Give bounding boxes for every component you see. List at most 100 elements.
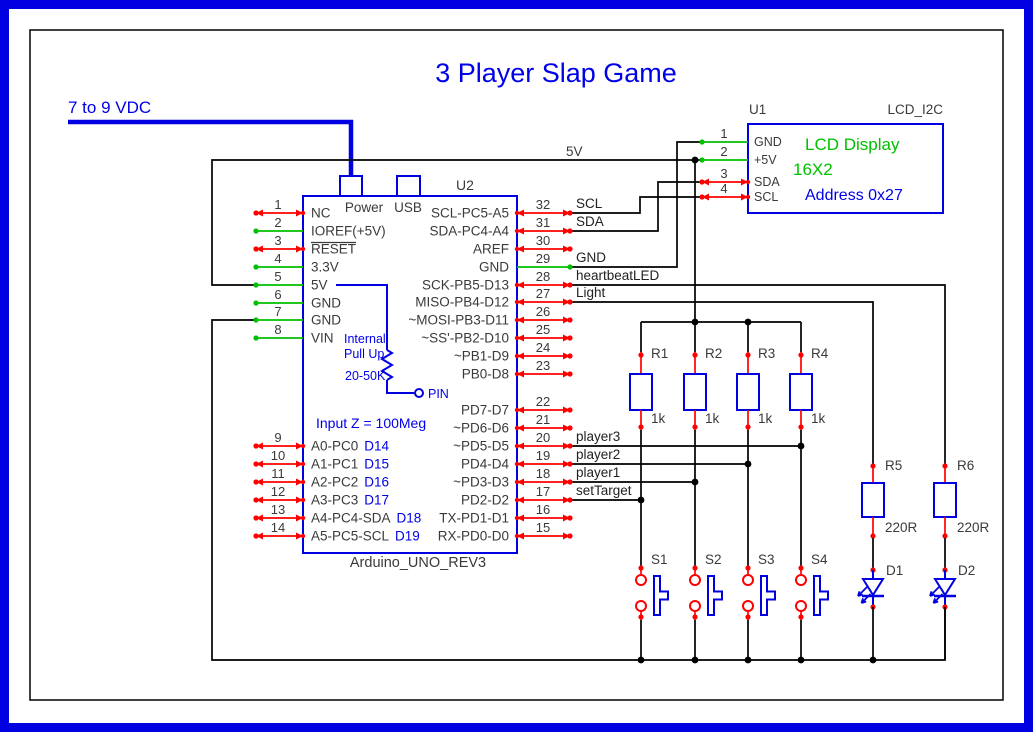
arduino-ref: U2 bbox=[456, 177, 474, 193]
pin-label: SCL bbox=[754, 190, 778, 204]
pin-number: 23 bbox=[536, 358, 550, 373]
pin-label: PD4-D4 bbox=[461, 457, 510, 472]
pin-arrow bbox=[296, 245, 303, 253]
pin-number: 8 bbox=[274, 322, 281, 337]
pin-arrow bbox=[517, 478, 524, 486]
resistor-pin-dot bbox=[638, 352, 644, 358]
pin-arrow bbox=[563, 424, 570, 432]
resistor-pin-dot bbox=[638, 424, 644, 430]
pin-dot bbox=[514, 497, 520, 503]
resistor-value: 1k bbox=[811, 411, 826, 426]
pin-label: ~PD6-D6 bbox=[453, 421, 509, 436]
switch-contact bbox=[635, 600, 647, 612]
net-label: player1 bbox=[576, 465, 620, 480]
pin-label: GND bbox=[479, 260, 509, 275]
pin-dot bbox=[300, 210, 306, 216]
lcd-ref: U1 bbox=[749, 102, 766, 117]
resistor-body bbox=[736, 373, 760, 411]
pin-dot bbox=[253, 228, 259, 234]
pin-arrow bbox=[563, 316, 570, 324]
arduino-body bbox=[302, 195, 518, 554]
pin-arrow bbox=[563, 334, 570, 342]
pin-arrow bbox=[517, 281, 524, 289]
pin-dot bbox=[300, 479, 306, 485]
pin-label: PD2-D2 bbox=[461, 493, 509, 508]
switch-contact bbox=[795, 574, 807, 586]
led-emission-arrow bbox=[929, 586, 940, 597]
pin-arrow bbox=[296, 514, 303, 522]
switch-actuator bbox=[760, 575, 776, 616]
arduino-power-connector bbox=[339, 175, 363, 197]
pin-number: 10 bbox=[271, 448, 285, 463]
pin-number: 11 bbox=[271, 466, 285, 481]
pin-dot bbox=[514, 425, 520, 431]
net-label: player2 bbox=[576, 447, 620, 462]
pin-arrow bbox=[296, 496, 303, 504]
pin-number: 6 bbox=[274, 287, 281, 302]
pin-number: 2 bbox=[720, 144, 727, 159]
pin-arrow bbox=[296, 209, 303, 217]
pin-dot bbox=[567, 264, 573, 270]
pin-arrow bbox=[517, 298, 524, 306]
pin-label: IOREF(+5V) bbox=[311, 224, 386, 239]
led-emission-arrow bbox=[932, 593, 944, 604]
pin-number: 27 bbox=[536, 286, 550, 301]
pin-number: 17 bbox=[536, 484, 550, 499]
pin-label: MISO-PB4-D12 bbox=[415, 295, 509, 310]
pin-arrow bbox=[563, 478, 570, 486]
pin-number: 24 bbox=[536, 340, 550, 355]
pin-label: PB0-D8 bbox=[462, 367, 509, 382]
switch-actuator bbox=[707, 575, 723, 616]
net-label: setTarget bbox=[576, 483, 632, 498]
pin-dot bbox=[514, 515, 520, 521]
switch-pin-dot bbox=[692, 614, 698, 620]
switch-contact bbox=[742, 600, 754, 612]
pullup-pin-label: PIN bbox=[428, 387, 449, 401]
switch-actuator bbox=[813, 575, 829, 616]
resistor-body bbox=[683, 373, 707, 411]
schematic-title: 3 Player Slap Game bbox=[435, 58, 677, 88]
pin-label: ~MOSI-PB3-D11 bbox=[408, 313, 509, 328]
resistor-ref: R1 bbox=[651, 346, 668, 361]
pin-label: 5V bbox=[311, 278, 328, 293]
resistor-value: 220R bbox=[957, 520, 990, 535]
resistor-value: 1k bbox=[651, 411, 666, 426]
arduino-usb-connector bbox=[396, 175, 421, 197]
power-input-label: 7 to 9 VDC bbox=[68, 98, 151, 117]
resistor-body bbox=[789, 373, 813, 411]
pin-number: 12 bbox=[271, 484, 285, 499]
resistor-value: 1k bbox=[758, 411, 773, 426]
pin-dot bbox=[514, 335, 520, 341]
net-label: heartbeatLED bbox=[576, 268, 660, 283]
switch-contact bbox=[742, 574, 754, 586]
pin-arrow bbox=[517, 442, 524, 450]
resistor-pin-dot bbox=[745, 352, 751, 358]
pin-dot bbox=[514, 461, 520, 467]
wire-heartbeatled bbox=[568, 284, 946, 464]
pin-dot bbox=[514, 533, 520, 539]
pin-label: SCK-PB5-D13 bbox=[422, 278, 509, 293]
pin-arrow bbox=[563, 352, 570, 360]
resistor-body bbox=[933, 482, 957, 518]
resistor-pin-dot bbox=[870, 463, 876, 469]
pin-dot bbox=[514, 407, 520, 413]
pin-arrow bbox=[256, 532, 263, 540]
pin-arrow bbox=[563, 514, 570, 522]
internal-pullup-graphic bbox=[336, 284, 424, 398]
pin-label: NC bbox=[311, 206, 331, 221]
pin-dot bbox=[514, 210, 520, 216]
net-label: SCL bbox=[576, 196, 603, 211]
resistor-ref: R4 bbox=[811, 346, 829, 361]
wire-sda bbox=[568, 181, 702, 232]
switch-pin-dot bbox=[745, 614, 751, 620]
pin-dot bbox=[514, 299, 520, 305]
resistor-value: 220R bbox=[885, 520, 918, 535]
resistor-pin-dot bbox=[798, 352, 804, 358]
led-emission-arrow bbox=[857, 586, 868, 597]
pin-arrow bbox=[563, 406, 570, 414]
pin-dot bbox=[699, 139, 705, 145]
pullup-note-1: Internal bbox=[344, 332, 386, 346]
